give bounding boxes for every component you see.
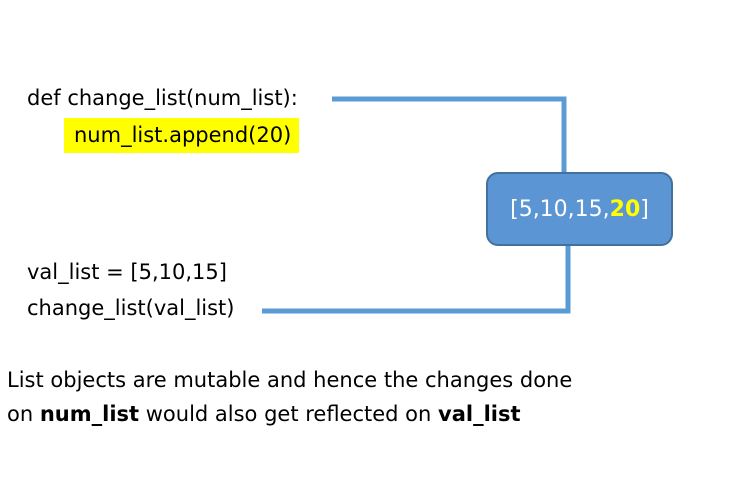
list-value-prefix: [5,10,15, xyxy=(510,196,610,222)
note-line-1: List objects are mutable and hence the c… xyxy=(7,368,573,392)
list-value-suffix: ] xyxy=(640,196,649,222)
note-bold-num-list: num_list xyxy=(39,402,140,426)
append-statement-highlighted: num_list.append(20) xyxy=(64,118,300,153)
connector-def-to-box xyxy=(332,96,567,172)
note-bold-val-list: val_list xyxy=(438,402,521,426)
list-value-box: [5,10,15,20] xyxy=(486,172,673,246)
explanation-note: List objects are mutable and hence the c… xyxy=(7,363,572,431)
function-call: change_list(val_list) xyxy=(27,296,235,320)
note-line-2: on num_list would also get reflected on … xyxy=(7,397,572,431)
list-assignment: val_list = [5,10,15] xyxy=(27,260,227,284)
function-definition: def change_list(num_list): xyxy=(27,86,298,110)
note-text-on: on xyxy=(7,402,40,426)
note-text-reflected: would also get reflected on xyxy=(139,402,439,426)
list-new-value: 20 xyxy=(609,196,641,222)
connector-box-to-call xyxy=(262,246,571,314)
